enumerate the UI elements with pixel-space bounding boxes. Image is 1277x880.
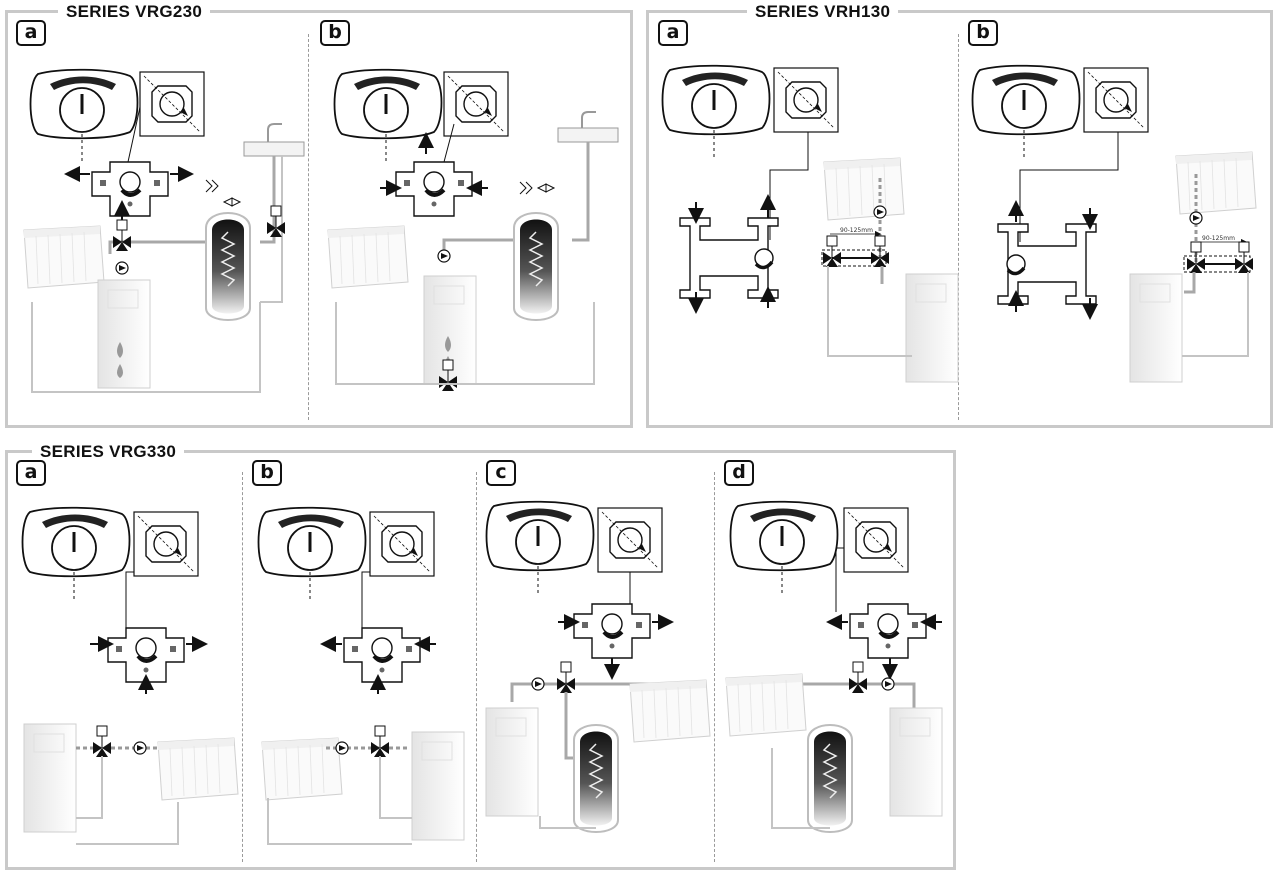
pump-icon [437,249,451,263]
four-way-valve-icon [997,223,1097,305]
vrg230-panel-b: b [314,12,624,422]
three-way-valve-icon [342,626,422,684]
boiler-icon [889,707,943,817]
panel-letter-badge: d [724,460,754,486]
series-vrg230-title: SERIES VRG230 [58,3,211,21]
panel-divider [958,34,959,420]
actuator-knob-icon [729,500,839,596]
vrh130-panel-b: b 90-125mm [962,12,1268,422]
hot-water-tank-icon [807,724,853,833]
pump-icon [1189,211,1203,225]
four-way-valve-icon [679,217,779,299]
valve-position-indicator-icon [139,71,205,137]
boiler-icon [485,707,539,817]
vrg330-b-diagram [257,506,465,845]
radiator-icon [823,157,905,221]
vrg330-panel-c: c [480,452,711,866]
series-vrh130-title: SERIES VRH130 [747,3,899,21]
radiator-icon [327,225,409,289]
pump-icon [531,677,545,691]
boiler-icon [411,731,465,841]
actuator-knob-icon [971,64,1081,160]
radiator-icon [1175,151,1257,215]
vrg230-a-diagram [23,68,305,393]
dimension-label: 90-125mm [840,227,873,234]
panel-letter-badge: b [968,20,998,46]
valve-position-indicator-icon [843,507,909,573]
valve-position-indicator-icon [369,511,435,577]
three-way-valve-icon [90,160,170,218]
pump-icon [335,741,349,755]
boiler-icon [1129,273,1183,383]
valve-position-indicator-icon [1083,67,1149,133]
flame-icon [117,342,123,378]
three-way-valve-icon [572,602,652,660]
series-vrg330-frame [5,450,956,870]
vrg230-b-diagram [327,68,619,392]
actuator-knob-icon [661,64,771,160]
mixing-valve-icon [556,661,576,694]
vrg330-panel-d: d [718,452,952,866]
valve-position-indicator-icon [597,507,663,573]
vrg330-panel-a: a [10,452,239,866]
series-vrg330-title: SERIES VRG330 [32,443,185,461]
panel-letter-badge: a [16,20,46,46]
sink-icon [557,111,619,143]
pump-icon [881,677,895,691]
radiator-icon [157,737,239,801]
mixing-valve-icon [1186,241,1206,274]
pump-icon [115,261,129,275]
mixing-valve-icon [92,725,112,758]
boiler-icon [97,279,151,389]
boiler-icon [905,273,959,383]
hot-water-tank-icon [205,212,251,321]
radiator-icon [23,225,105,289]
actuator-knob-icon [257,506,367,602]
panel-letter-badge: a [16,460,46,486]
panel-letter-badge: a [658,20,688,46]
vrg230-panel-a: a [10,12,306,422]
vrh130-panel-a: a 90-125mm [652,12,959,422]
mixing-valve-icon [112,219,132,252]
sink-icon [243,123,305,157]
panel-letter-badge: b [252,460,282,486]
dimension-label: 90-125mm [1202,235,1235,242]
three-way-valve-icon [394,160,474,218]
mixing-valve-icon [370,725,390,758]
vrg330-panel-b: b [246,452,474,866]
panel-divider [242,472,243,862]
radiator-icon [725,673,807,737]
pump-icon [133,741,147,755]
actuator-knob-icon [21,506,131,602]
valve-position-indicator-icon [773,67,839,133]
series-vrg230-frame [5,10,633,428]
series-vrh130-frame [646,10,1273,428]
mixing-valve-icon [848,661,868,694]
vrh130-b-diagram: 90-125mm [971,64,1257,383]
hot-water-tank-icon [573,724,619,833]
panel-divider [308,34,309,420]
hot-water-tank-icon [513,212,559,321]
actuator-knob-icon [29,68,139,164]
panel-letter-badge: c [486,460,516,486]
vrh130-a-diagram: 90-125mm [661,64,959,383]
pump-icon [873,205,887,219]
panel-divider [714,472,715,862]
vrg330-a-diagram [21,506,239,845]
panel-divider [476,472,477,862]
panel-letter-badge: b [320,20,350,46]
mixing-valve-icon [822,235,842,268]
actuator-knob-icon [485,500,595,596]
vrg330-c-diagram [485,500,711,833]
vrg330-d-diagram [725,500,943,833]
valve-position-indicator-icon [133,511,199,577]
radiator-icon [629,679,711,743]
boiler-icon [23,723,77,833]
three-way-valve-icon [848,602,928,660]
three-way-valve-icon [106,626,186,684]
